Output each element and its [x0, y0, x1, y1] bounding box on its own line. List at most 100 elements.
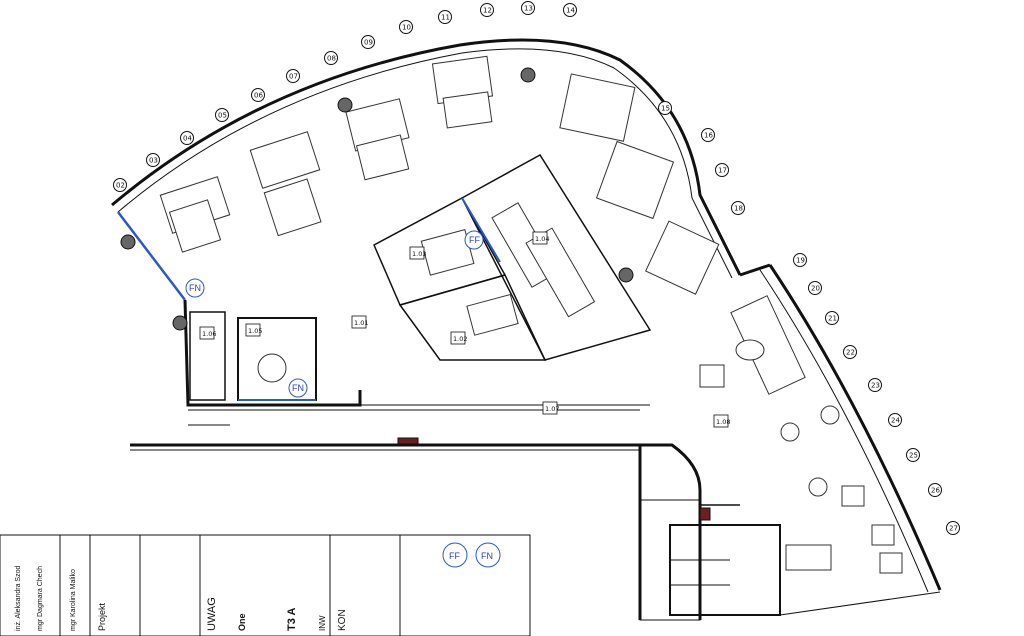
axis-marker: 25 [906, 448, 920, 462]
core-curve [640, 443, 702, 620]
axis-marker-label: 27 [949, 525, 958, 533]
axis-marker: 15 [658, 101, 672, 115]
room-1-06: 1.06 [202, 330, 216, 338]
axis-marker-label: 02 [116, 182, 125, 190]
axis-marker: 16 [701, 128, 715, 142]
axis-marker: 03 [146, 153, 160, 167]
axis-marker-label: 07 [289, 73, 298, 81]
fn-left: FN [189, 283, 201, 293]
columns [120, 67, 634, 331]
tb-sheet: T3 A [286, 608, 298, 631]
tb-name-2: mgr Dagmara Chech [37, 566, 44, 631]
axis-marker-label: 11 [441, 14, 450, 22]
facade-curve-inner [117, 48, 733, 279]
tb-label-projekt: Projekt [97, 602, 107, 631]
axis-marker: 08 [324, 51, 338, 65]
desk-cluster-1 [159, 176, 231, 253]
axis-marker: 06 [251, 88, 265, 102]
axis-marker: 11 [438, 10, 452, 24]
legend-ff: FF [449, 551, 460, 561]
desk-cluster-2 [249, 131, 322, 237]
axis-marker-label: 06 [254, 92, 263, 100]
tb-one: One [237, 613, 247, 631]
axis-marker-label: 05 [218, 112, 227, 120]
axis-marker-label: 16 [704, 132, 713, 140]
facade-right [768, 264, 942, 591]
core-rooms [669, 524, 781, 616]
axis-markers: 02 03 04 05 06 07 08 09 10 11 12 13 14 15 16 17 18 19 20 21… [113, 1, 960, 535]
axis-marker-label: 23 [871, 382, 880, 390]
fire-marks: FN FN FF [185, 230, 484, 398]
axis-marker: 05 [215, 108, 229, 122]
axis-marker-label: 09 [364, 39, 373, 47]
room-1-05: 1.05 [248, 327, 262, 335]
axis-marker: 04 [180, 131, 194, 145]
room-1-01: 1.01 [354, 319, 368, 327]
axis-marker-label: 12 [483, 7, 492, 15]
room-1-07: 1.07 [545, 405, 559, 413]
axis-marker: 21 [825, 311, 839, 325]
axis-marker: 10 [399, 20, 413, 34]
round-table [257, 353, 287, 383]
axis-marker: 20 [808, 281, 822, 295]
tb-inw: INW [318, 615, 327, 631]
axis-marker-label: 13 [524, 5, 533, 13]
radiator [397, 437, 419, 445]
tb-uwaga: UWAG [206, 597, 218, 631]
axis-marker-label: 15 [661, 105, 670, 113]
axis-marker: 13 [521, 1, 535, 15]
axis-marker-label: 19 [796, 257, 805, 265]
axis-marker: 17 [715, 163, 729, 177]
axis-marker: 18 [731, 201, 745, 215]
axis-marker: 27 [946, 521, 960, 535]
axis-marker-label: 17 [718, 167, 727, 175]
meeting-room-1-04 [461, 154, 652, 361]
axis-marker-label: 03 [149, 157, 158, 165]
room-tags: 1.03 1.04 1.02 1.01 1.05 1.06 1.07 1.08 [199, 231, 730, 428]
axis-marker: 22 [843, 345, 857, 359]
axis-marker-label: 20 [811, 285, 820, 293]
axis-marker-label: 26 [931, 487, 940, 495]
tb-kon: KON [337, 609, 348, 631]
tb-name-1: inż. Aleksandra Szod [15, 566, 22, 631]
facade-curve [111, 38, 742, 276]
desk-cluster-5 [559, 73, 720, 295]
axis-marker-label: 24 [891, 417, 900, 425]
ff-room: FF [469, 235, 480, 245]
axis-marker: 19 [793, 253, 807, 267]
axis-marker-label: 21 [828, 315, 837, 323]
room-1-04: 1.04 [535, 235, 549, 243]
axis-marker: 02 [113, 178, 127, 192]
desk-cluster-3 [345, 98, 410, 181]
fn-room: FN [292, 383, 304, 393]
axis-marker: 12 [480, 3, 494, 17]
title-block: inż. Aleksandra Szod mgr Dagmara Chech m… [0, 534, 531, 636]
corridor-wall-north [183, 299, 362, 407]
axis-marker-label: 25 [909, 452, 918, 460]
tb-name-3: mgr Karolina Maliko [70, 569, 77, 631]
room-1-02: 1.02 [453, 335, 467, 343]
legend-fn: FN [481, 551, 493, 561]
axis-marker: 26 [928, 483, 942, 497]
meeting-tables [420, 202, 596, 336]
cafe-tables [780, 405, 903, 574]
axis-marker: 24 [888, 413, 902, 427]
axis-marker-label: 14 [566, 7, 575, 15]
axis-marker-label: 10 [402, 24, 411, 32]
axis-marker: 09 [361, 35, 375, 49]
meeting-room-1-02 [398, 274, 547, 361]
desk-cluster-4 [431, 55, 494, 129]
lounge-sofa [699, 295, 806, 395]
axis-marker: 14 [563, 3, 577, 17]
axis-marker: 07 [286, 69, 300, 83]
axis-marker-label: 08 [327, 55, 336, 63]
axis-marker: 23 [868, 378, 882, 392]
room-1-08: 1.08 [716, 418, 730, 426]
room-1-06-box [189, 311, 226, 401]
left-wall-blue [117, 211, 186, 301]
axis-marker-label: 18 [734, 205, 743, 213]
axis-marker-label: 04 [183, 135, 192, 143]
axis-marker-label: 22 [846, 349, 855, 357]
room-1-03: 1.03 [412, 250, 426, 258]
